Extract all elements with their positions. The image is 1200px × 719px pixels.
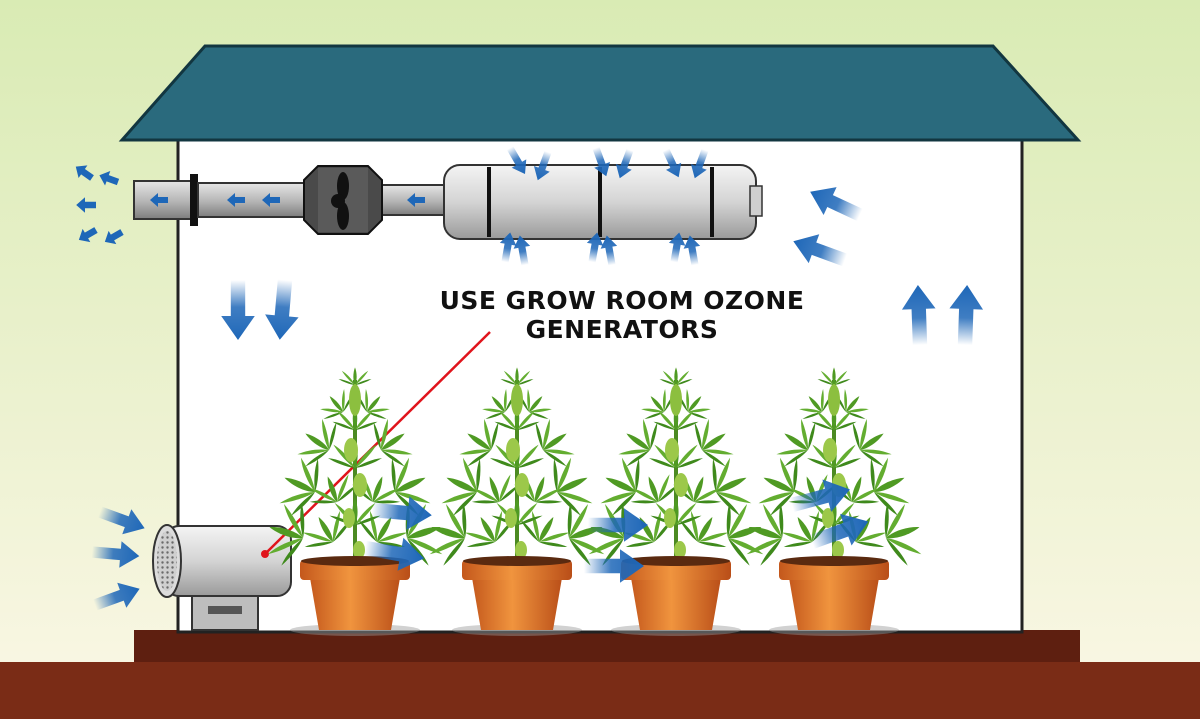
- carbon-filter-icon: [443, 164, 763, 240]
- floor-slab: [134, 630, 1080, 662]
- caption-line-2: GENERATORS: [526, 315, 719, 344]
- exhaust-duct: [133, 174, 447, 226]
- ozone-generator-icon: [152, 524, 292, 631]
- caption-line-1: USE GROW ROOM OZONE: [440, 286, 805, 315]
- roof: [118, 44, 1082, 142]
- fan-icon: [303, 165, 383, 235]
- ground: [0, 662, 1200, 719]
